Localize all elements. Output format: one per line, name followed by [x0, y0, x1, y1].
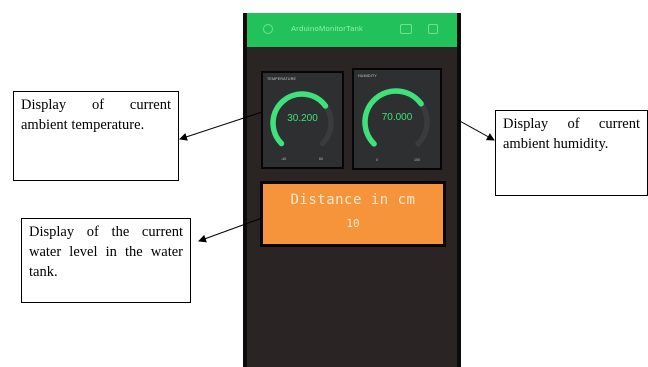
- temperature-min: -40: [281, 157, 287, 161]
- humidity-gauge: [362, 88, 430, 147]
- temperature-value: 30.200: [287, 113, 318, 124]
- temperature-label: TEMPERATURE: [267, 77, 297, 81]
- temperature-callout: Display of current ambient temperature.: [13, 91, 179, 181]
- back-icon[interactable]: [263, 24, 273, 34]
- distance-display-widget: Distance in cm 10: [260, 181, 446, 247]
- phone-bezel: [243, 13, 249, 367]
- settings-icon[interactable]: [428, 24, 438, 34]
- humidity-gauge-widget: HUMIDITY 70.000 0 100: [352, 68, 442, 170]
- humidity-arrow: [457, 119, 495, 141]
- water-level-arrow: [198, 217, 263, 243]
- temperature-gauge: [270, 91, 334, 147]
- temperature-gauge-widget: TEMPERATURE 30.200 -40 60: [261, 71, 344, 169]
- temperature-arrow: [179, 111, 263, 141]
- water-level-callout: Display of the current water level in th…: [21, 218, 191, 303]
- app-top-bar: ArduinoMonitorTank: [247, 13, 457, 47]
- phone-screen: ArduinoMonitorTank TEMPERATURE 30.200 -4…: [247, 13, 457, 367]
- temperature-gauge-fill: [270, 91, 329, 147]
- humidity-value: 70.000: [381, 112, 413, 123]
- humidity-min: 0: [376, 158, 378, 162]
- humidity-max: 100: [414, 158, 420, 162]
- phone-bezel: [455, 13, 461, 367]
- app-title: ArduinoMonitorTank: [291, 24, 364, 33]
- humidity-gauge-fill: [362, 88, 424, 147]
- humidity-callout: Display of current ambient humidity.: [495, 110, 648, 196]
- device-icon[interactable]: [400, 24, 412, 34]
- distance-value: 10: [346, 217, 360, 230]
- humidity-label: HUMIDITY: [358, 74, 377, 78]
- temperature-max: 60: [319, 157, 323, 161]
- distance-label: Distance in cm: [290, 192, 416, 208]
